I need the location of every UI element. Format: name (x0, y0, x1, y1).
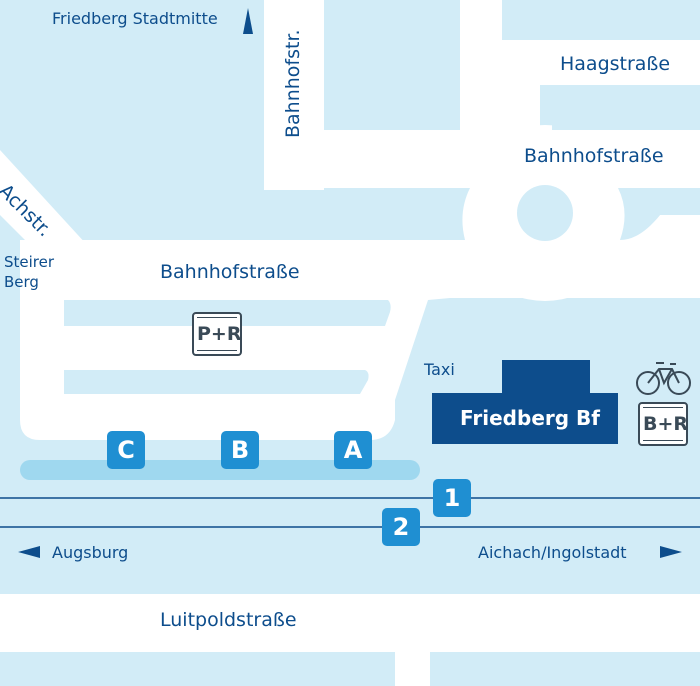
block-roundabout-west (324, 188, 470, 240)
bus-stop-b: B (221, 431, 259, 469)
platform-2: 2 (382, 508, 420, 546)
station-building (432, 393, 618, 444)
arrow-west-icon (18, 546, 40, 558)
label-taxi: Taxi (424, 360, 455, 379)
roundabout-island (517, 185, 573, 241)
station-name: Friedberg Bf (460, 406, 600, 430)
park-ride-sign: P+R (192, 312, 242, 356)
arrow-east-icon (660, 546, 682, 558)
label-bahnhofstrasse-upper: Bahnhofstraße (524, 145, 664, 167)
park-ride-label: P+R (197, 317, 241, 351)
block-north-center (324, 0, 460, 130)
label-friedberg-stadtmitte: Friedberg Stadtmitte (52, 9, 218, 28)
block-roundabout-east (618, 188, 700, 240)
road-luitpoldstrasse (0, 594, 700, 652)
label-bahnhofstr-vertical: Bahnhofstr. (282, 29, 304, 138)
road-luitpold-south-gap (395, 652, 430, 686)
bus-stop-a: A (334, 431, 372, 469)
label-bahnhofstrasse-lower: Bahnhofstraße (160, 261, 300, 283)
platform-1: 1 (433, 479, 471, 517)
road-haagstrasse (460, 0, 700, 130)
bus-stop-c: C (107, 431, 145, 469)
label-direction-augsburg: Augsburg (52, 543, 129, 562)
block-north-right (552, 85, 700, 130)
label-luitpoldstrasse: Luitpoldstraße (160, 609, 297, 631)
bicycle-icon (636, 362, 691, 395)
arrow-north-icon (243, 8, 253, 34)
road-luitpold-south-left (0, 652, 395, 686)
station-building-top (502, 360, 590, 394)
label-steirer-line1: Steirer (4, 253, 55, 271)
bike-ride-sign: B+R (638, 402, 688, 446)
label-direction-aichach: Aichach/Ingolstadt (478, 543, 627, 562)
bike-ride-label: B+R (643, 407, 688, 441)
block-east-top (510, 0, 700, 38)
parking-island-lower (64, 370, 369, 394)
label-steirer-line2: Berg (4, 273, 39, 291)
label-haagstrasse: Haagstraße (560, 53, 671, 75)
